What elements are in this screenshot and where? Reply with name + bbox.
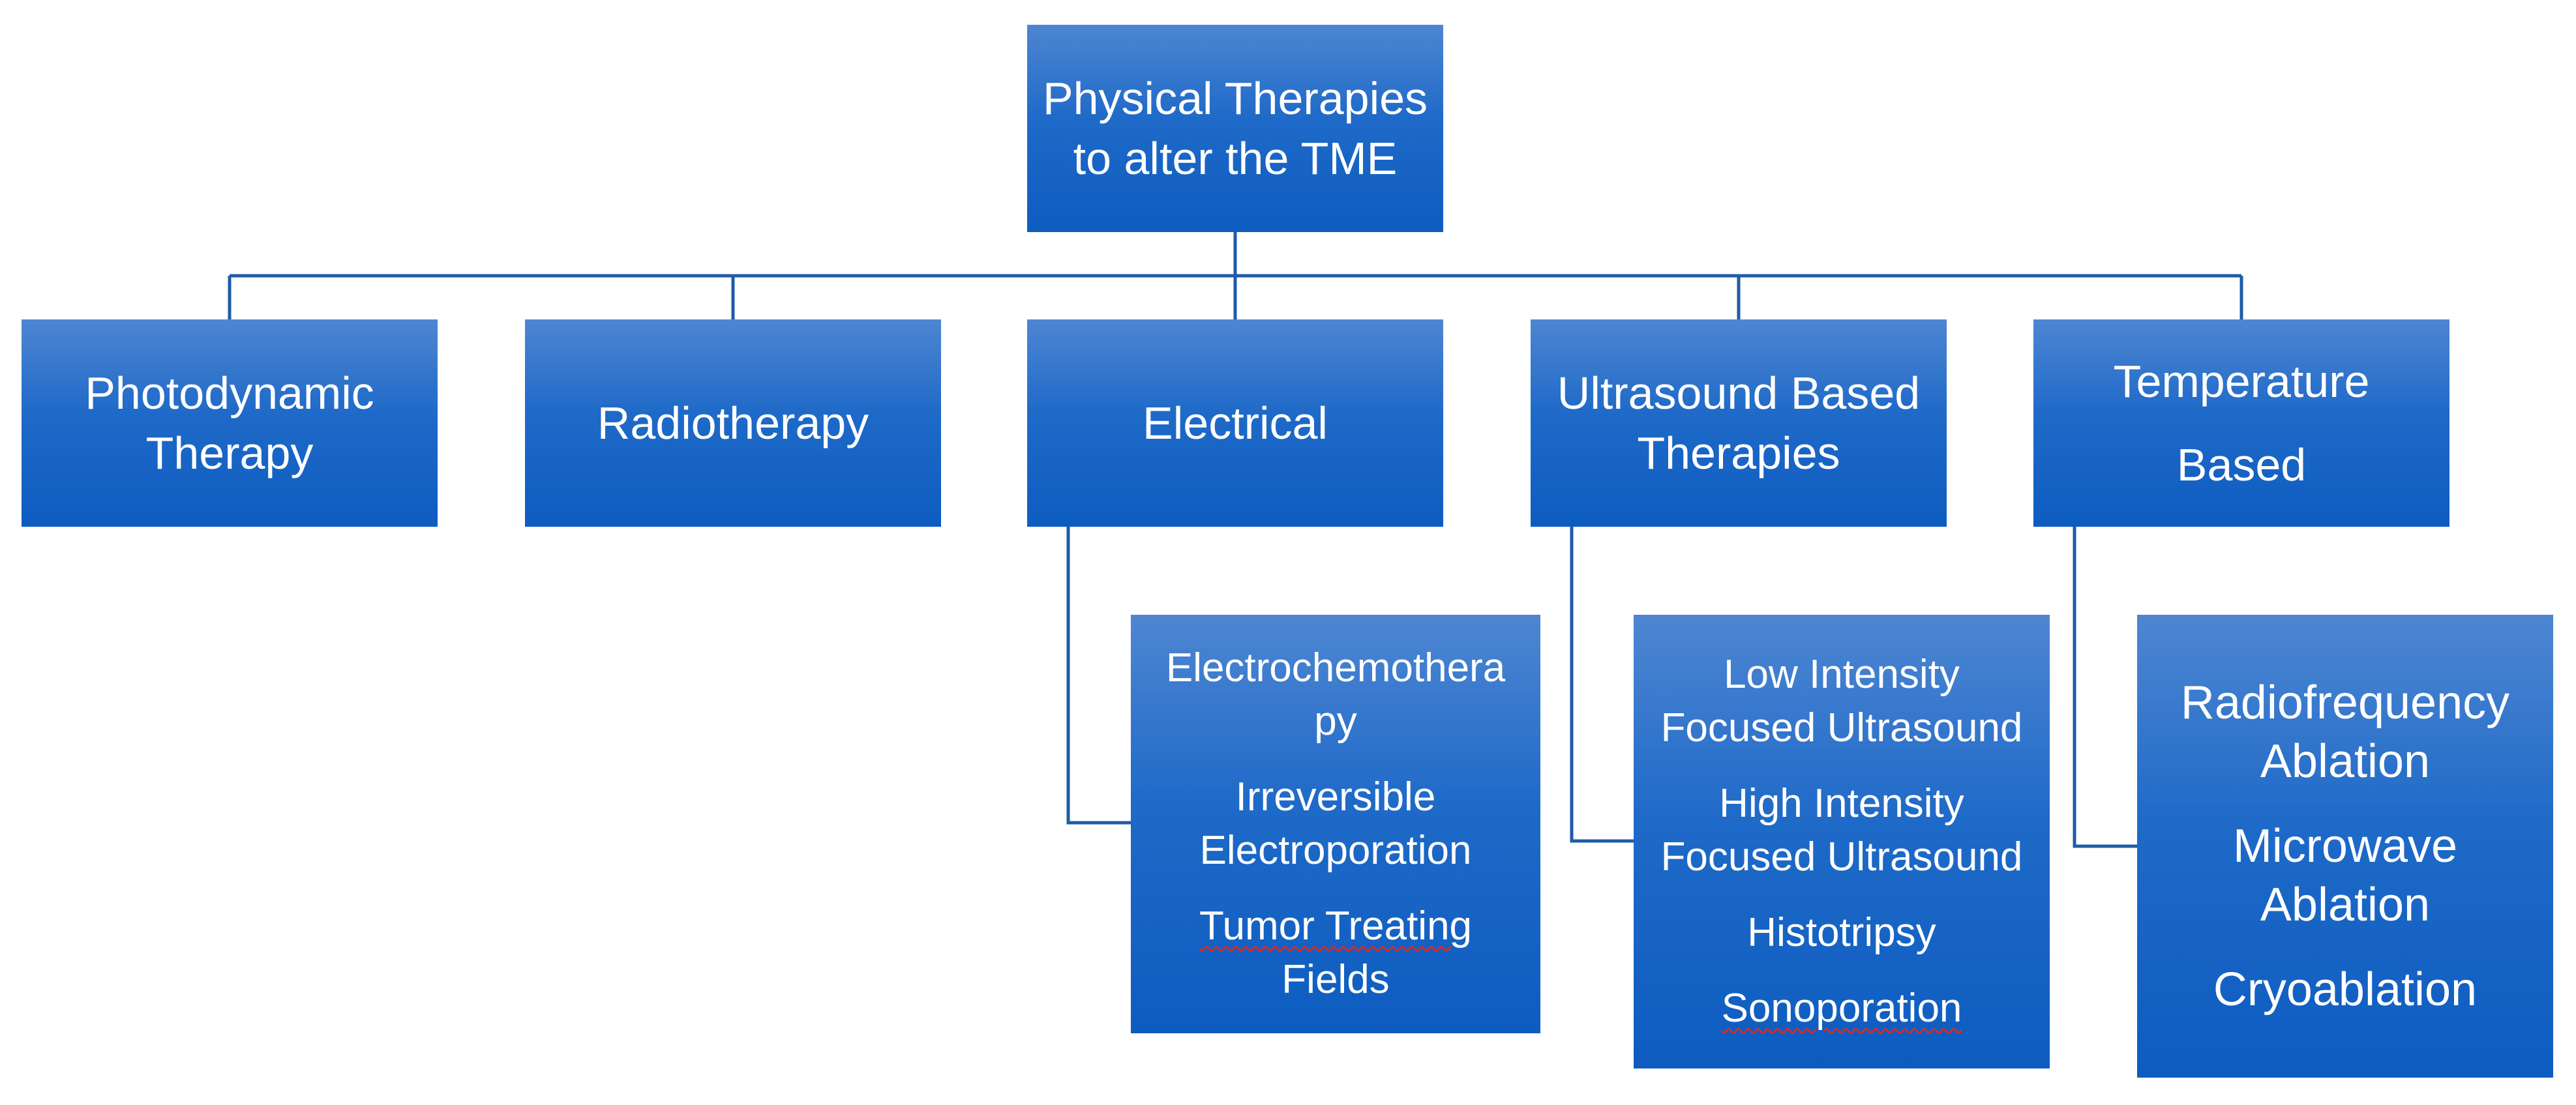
- item-histotripsy: Histotripsy: [1747, 910, 1936, 955]
- item-radiofrequency-ablation-line-2: Ablation: [2260, 735, 2431, 788]
- item-low-intensity-line-2: Focused Ultrasound: [1660, 705, 2023, 750]
- category-label-line-1: Electrical: [1143, 398, 1328, 449]
- root-node: Physical Therapies to alter the TME: [1027, 25, 1443, 232]
- item-irreversible-electroporation-line-2: Electroporation: [1199, 828, 1472, 873]
- item-electrochemotherapy-line-2: py: [1314, 699, 1357, 744]
- root-line-2: to alter the TME: [1073, 133, 1398, 184]
- subgroup-temperature: Radiofrequency Ablation Microwave Ablati…: [2137, 615, 2553, 1078]
- category-radiotherapy: Radiotherapy: [525, 319, 941, 527]
- category-label-line-1: Photodynamic: [85, 368, 374, 419]
- item-electrochemotherapy-line-1: Electrochemothera: [1165, 645, 1506, 690]
- item-sonoporation: Sonoporation: [1721, 986, 1962, 1031]
- root-line-1: Physical Therapies: [1042, 73, 1428, 124]
- item-radiofrequency-ablation-line-1: Radiofrequency: [2180, 677, 2510, 729]
- item-tumor-treating-fields-line-1: Tumor Treating: [1199, 904, 1473, 949]
- item-high-intensity-line-2: Focused Ultrasound: [1660, 834, 2023, 879]
- item-microwave-ablation-line-2: Ablation: [2260, 879, 2431, 931]
- category-electrical: Electrical: [1027, 319, 1443, 527]
- item-irreversible-electroporation-line-1: Irreversible: [1235, 774, 1436, 819]
- item-microwave-ablation-line-1: Microwave: [2232, 820, 2458, 872]
- category-label-line-2: Therapy: [145, 428, 314, 479]
- item-high-intensity-line-1: High Intensity: [1719, 781, 1964, 826]
- category-label-line-1: Temperature: [2113, 356, 2370, 407]
- category-label-line-2: Based: [2176, 439, 2307, 490]
- subgroup-electrical: Electrochemothera py Irreversible Electr…: [1131, 615, 1540, 1033]
- category-photodynamic-therapy: Photodynamic Therapy: [22, 319, 438, 527]
- connector-temperature-sub: [2073, 527, 2137, 848]
- connector-ultrasound-sub: [1570, 527, 1634, 843]
- item-cryoablation: Cryoablation: [2213, 964, 2478, 1016]
- connector-electrical-sub: [1066, 527, 1131, 825]
- category-label-line-2: Therapies: [1637, 428, 1840, 479]
- category-label-line-1: Ultrasound Based: [1557, 368, 1921, 419]
- category-label-line-1: Radiotherapy: [597, 398, 869, 449]
- category-temperature-based: Temperature Based: [2033, 319, 2449, 527]
- subgroup-ultrasound: Low Intensity Focused Ultrasound High In…: [1634, 615, 2050, 1068]
- item-low-intensity-line-1: Low Intensity: [1724, 652, 1960, 697]
- category-ultrasound-based-therapies: Ultrasound Based Therapies: [1531, 319, 1947, 527]
- item-tumor-treating-fields-line-2: Fields: [1281, 957, 1390, 1002]
